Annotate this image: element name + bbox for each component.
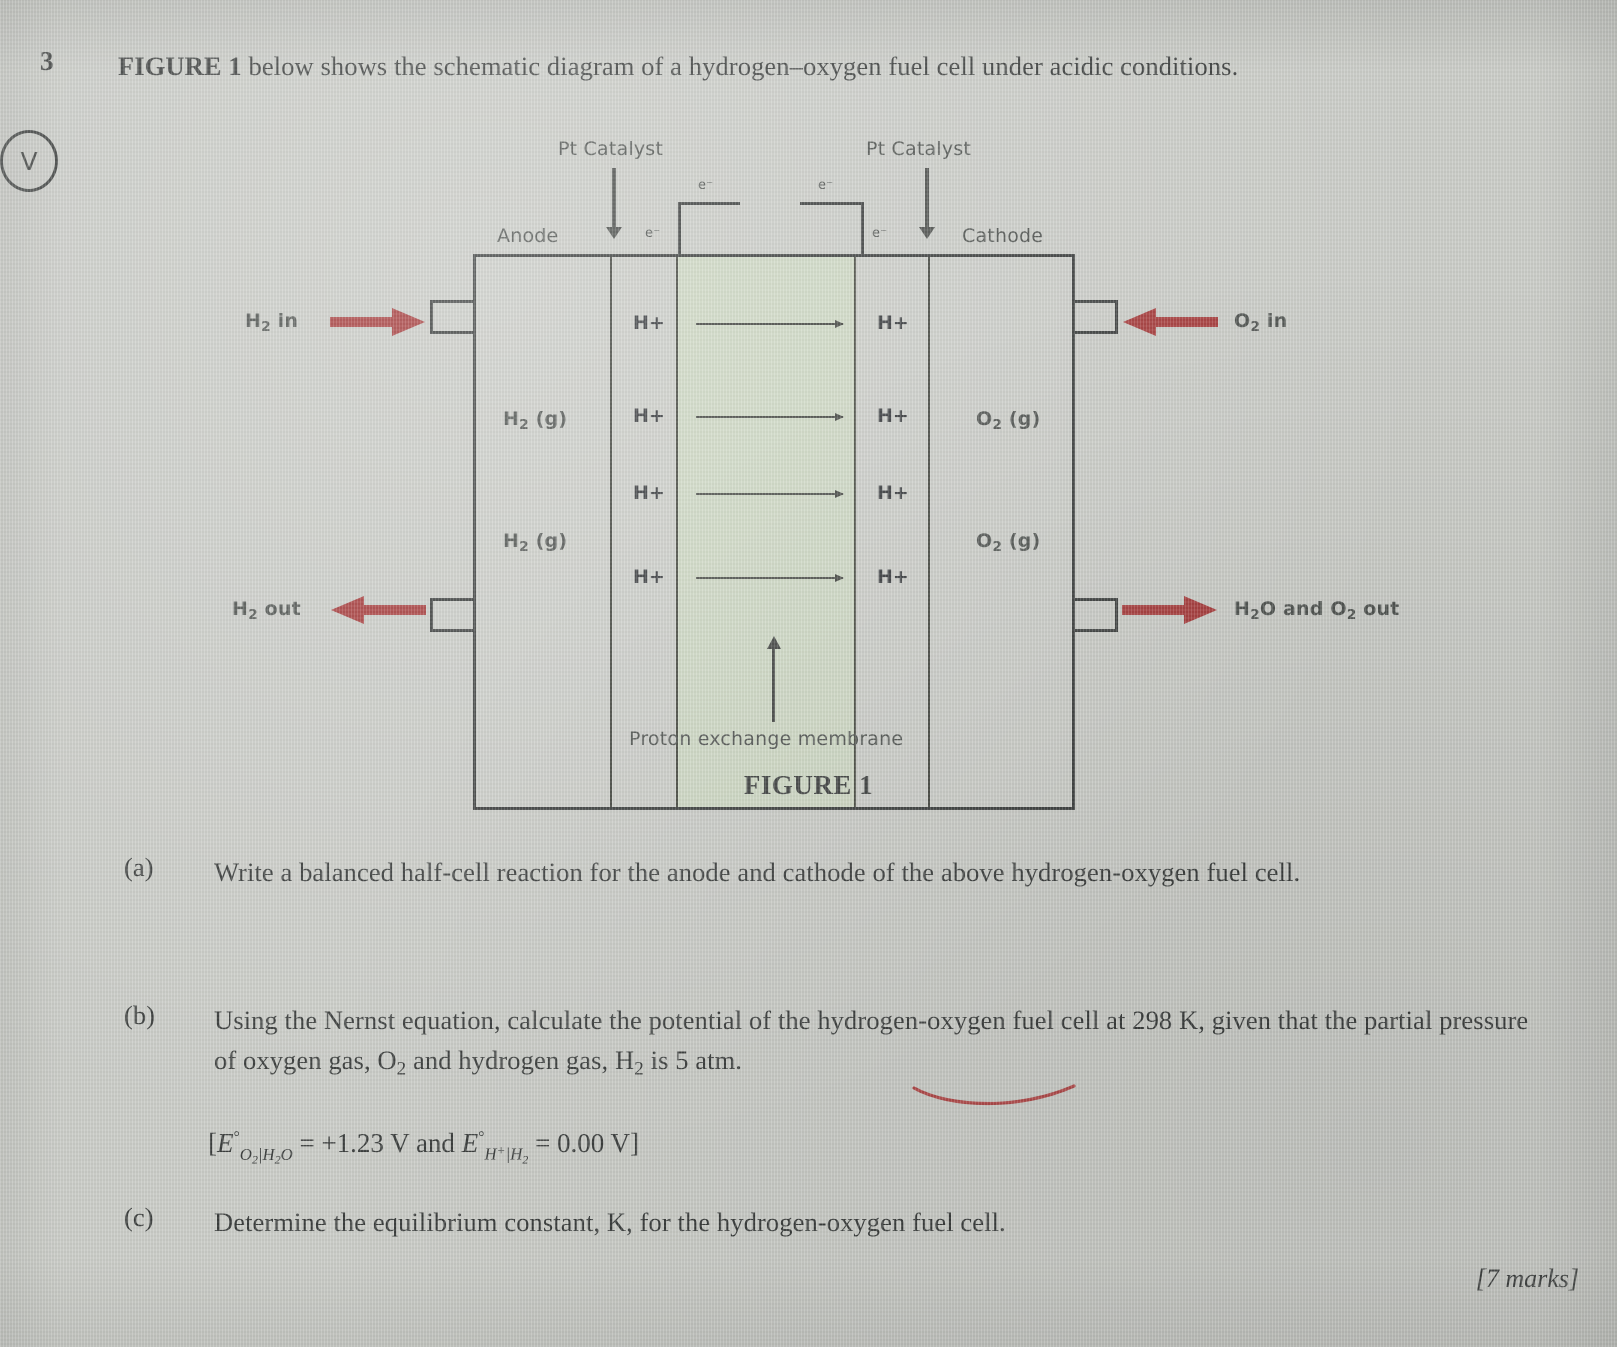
proton-label-right: H+ [877, 566, 909, 588]
eq-e2-subscript: H+|H2 [484, 1142, 529, 1167]
eq-open-bracket: [ [208, 1128, 217, 1158]
proton-row: H+ H+ [0, 312, 1617, 336]
eq-e1-degree: ° [233, 1128, 240, 1146]
eq-e1-subscript: O2|H2O [239, 1144, 293, 1167]
water-oxygen-out-label: H2O and O2 out [1234, 598, 1400, 623]
proton-flow-arrow [696, 489, 844, 498]
anode-label: Anode [497, 225, 559, 247]
eq-e2-symbol: E [461, 1128, 479, 1158]
eq-e2-degree: ° [478, 1128, 485, 1146]
proton-row: H+ H+ [0, 405, 1617, 429]
h2-inlet-port [430, 300, 476, 334]
cathode-gas-label-upper: O2 (g) [976, 408, 1041, 433]
voltmeter-label: V [20, 146, 38, 176]
part-b-tag: (b) [124, 1000, 155, 1030]
anode-gas-label-upper: H2 (g) [503, 408, 568, 433]
proton-label-left: H+ [633, 566, 665, 588]
divider-cathode-catalyst [928, 257, 930, 807]
eq-e1-symbol: E [217, 1128, 234, 1158]
eq-conjunction: and [415, 1128, 455, 1158]
o2-in-arrow-icon [1122, 308, 1218, 336]
part-a-tag: (a) [124, 852, 154, 882]
part-c-text: Determine the equilibrium constant, K, f… [214, 1207, 1006, 1237]
wire-left-horizontal [678, 202, 740, 205]
h2-out-arrow-icon [330, 596, 426, 624]
proton-label-right: H+ [877, 312, 909, 334]
water-out-arrow-icon [1122, 596, 1218, 624]
proton-label-left: H+ [633, 312, 665, 334]
membrane-caption-arrow-icon [766, 636, 781, 722]
proton-flow-arrow [696, 319, 844, 328]
eq-e1-value: = +1.23 V [299, 1128, 410, 1158]
figure-1-diagram: Pt Catalyst Pt Catalyst Anode Cathode e⁻… [0, 130, 1617, 810]
proton-exchange-membrane [676, 257, 856, 807]
electron-label-3: e⁻ [818, 178, 834, 193]
proton-label-left: H+ [633, 482, 665, 504]
cathode-label: Cathode [962, 225, 1044, 247]
standard-potentials-equation: [E°O2|H2O = +1.23 V and E°H+|H2 = 0.00 V… [208, 1128, 639, 1165]
eq-e2-value: = 0.00 V [535, 1128, 631, 1158]
question-stem: FIGURE 1 below shows the schematic diagr… [118, 46, 1538, 87]
question-number: 3 [40, 46, 54, 76]
proton-flow-arrow [696, 412, 844, 421]
o2-inlet-port [1072, 300, 1118, 334]
part-b-text: Using the Nernst equation, calculate the… [214, 1005, 1529, 1080]
h2-in-arrow-icon [330, 308, 426, 336]
electron-label-2: e⁻ [698, 178, 714, 193]
h2-outlet-port [430, 598, 476, 632]
part-a-text: Write a balanced half-cell reaction for … [214, 857, 1301, 887]
electron-label-4: e⁻ [872, 226, 888, 241]
cathode-gas-label-lower: O2 (g) [976, 530, 1041, 555]
electron-label-1: e⁻ [645, 226, 661, 241]
wire-right-vertical [861, 202, 864, 256]
catalyst-left-arrow-icon [606, 168, 622, 239]
eq-close-bracket: ] [630, 1128, 640, 1158]
proton-label-right: H+ [877, 482, 909, 504]
water-oxygen-outlet-port [1072, 598, 1118, 632]
anode-gas-label-lower: H2 (g) [503, 530, 568, 555]
voltmeter: V [0, 130, 58, 192]
o2-in-label: O2 in [1234, 310, 1288, 335]
figure-reference: FIGURE 1 [118, 51, 242, 81]
fuel-cell-box [473, 254, 1075, 810]
figure-caption: FIGURE 1 [743, 770, 874, 800]
pt-catalyst-right-label: Pt Catalyst [866, 138, 972, 160]
part-c-tag: (c) [124, 1202, 154, 1232]
proton-row: H+ H+ [0, 482, 1617, 506]
wire-right-horizontal [800, 202, 864, 205]
h2-in-label: H2 in [245, 310, 299, 335]
pt-catalyst-left-label: Pt Catalyst [558, 138, 664, 160]
proton-label-left: H+ [633, 405, 665, 427]
wire-left-vertical [678, 202, 681, 256]
proton-flow-arrow [696, 573, 844, 582]
divider-anode-catalyst [610, 257, 612, 807]
h2-out-label: H2 out [232, 598, 301, 623]
question-stem-text: below shows the schematic diagram of a h… [241, 51, 1239, 81]
proton-row: H+ H+ [0, 566, 1617, 590]
red-pen-mark [910, 1082, 1080, 1117]
membrane-caption: Proton exchange membrane [629, 728, 904, 750]
marks-allocation: [7 marks] [1475, 1264, 1579, 1293]
proton-label-right: H+ [877, 405, 909, 427]
catalyst-right-arrow-icon [919, 168, 935, 239]
